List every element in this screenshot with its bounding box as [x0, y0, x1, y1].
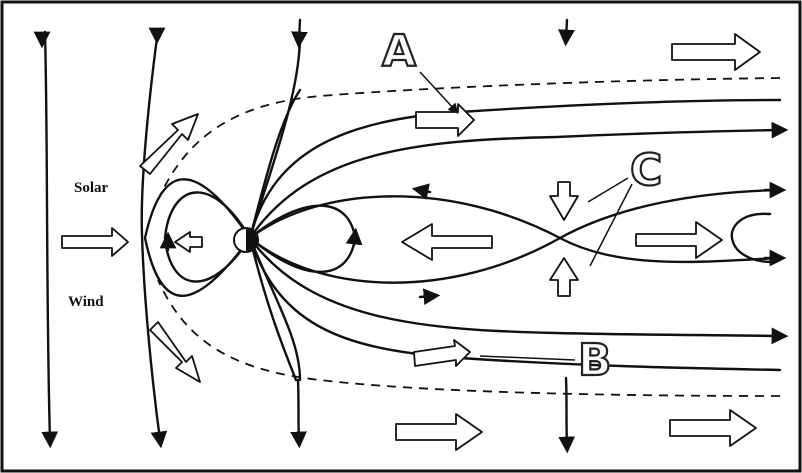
earth-night-side	[246, 228, 258, 252]
closed-loop-outer	[143, 178, 252, 297]
flow-arrow-top-right	[671, 33, 761, 71]
polar-line-top	[248, 88, 302, 240]
flow-arrow-bottom-mid	[395, 413, 483, 451]
tail-return-arc	[730, 212, 774, 264]
label-wind: Wind	[68, 294, 104, 310]
tail-line-lower-cross	[248, 188, 780, 284]
tail-line-upper-cross	[248, 195, 780, 264]
field-line-right-top-arrow	[558, 18, 575, 47]
field-line-mid-top-arrow	[291, 18, 308, 49]
field-line-far-left	[41, 30, 59, 449]
field-line-right-bottom	[558, 376, 576, 454]
magnetopause-lower	[157, 279, 781, 397]
label-c: C	[630, 145, 662, 196]
solar-wind-flow-arrow	[61, 227, 129, 257]
field-line-bow	[140, 28, 168, 449]
field-line-mid-bottom	[290, 378, 307, 449]
closed-loop-right-arrow	[345, 227, 363, 247]
leader-c-lower	[589, 183, 633, 267]
leader-lines	[419, 71, 633, 361]
magnetopause-upper	[157, 77, 781, 201]
label-a: A	[382, 26, 416, 77]
flow-arrow-deflected-bottom	[149, 321, 201, 383]
magnetopause-boundary	[157, 77, 781, 397]
flow-arrow-earthward-small	[174, 231, 203, 253]
tail-arrow-right	[418, 288, 441, 306]
flow-arrow-c-up	[549, 257, 579, 297]
flow-arrow-b	[413, 339, 471, 367]
flow-arrow-a	[415, 103, 475, 137]
closed-loop-right	[248, 204, 357, 274]
magnetosphere-field-lines	[143, 38, 789, 382]
open-line-top-3	[248, 121, 789, 240]
solar-wind-field-lines	[33, 18, 576, 454]
open-line-bottom-3	[248, 236, 789, 345]
leader-b	[479, 355, 576, 361]
flow-arrow-c-down	[549, 181, 579, 221]
label-solar: Solar	[74, 180, 109, 196]
flow-arrow-earthward-tail	[401, 223, 493, 261]
label-b: B	[578, 335, 612, 386]
leader-c-upper	[587, 177, 629, 203]
earth	[233, 227, 259, 253]
open-line-bottom-2	[248, 236, 782, 372]
leader-a	[419, 71, 459, 114]
polar-line-bottom	[248, 236, 298, 382]
flow-arrow-tailward	[635, 221, 723, 259]
flow-arrows	[61, 33, 761, 451]
flow-arrow-deflected-top	[139, 113, 199, 175]
flow-arrow-bottom-right	[669, 409, 757, 447]
tail-arrow-left	[411, 183, 432, 200]
